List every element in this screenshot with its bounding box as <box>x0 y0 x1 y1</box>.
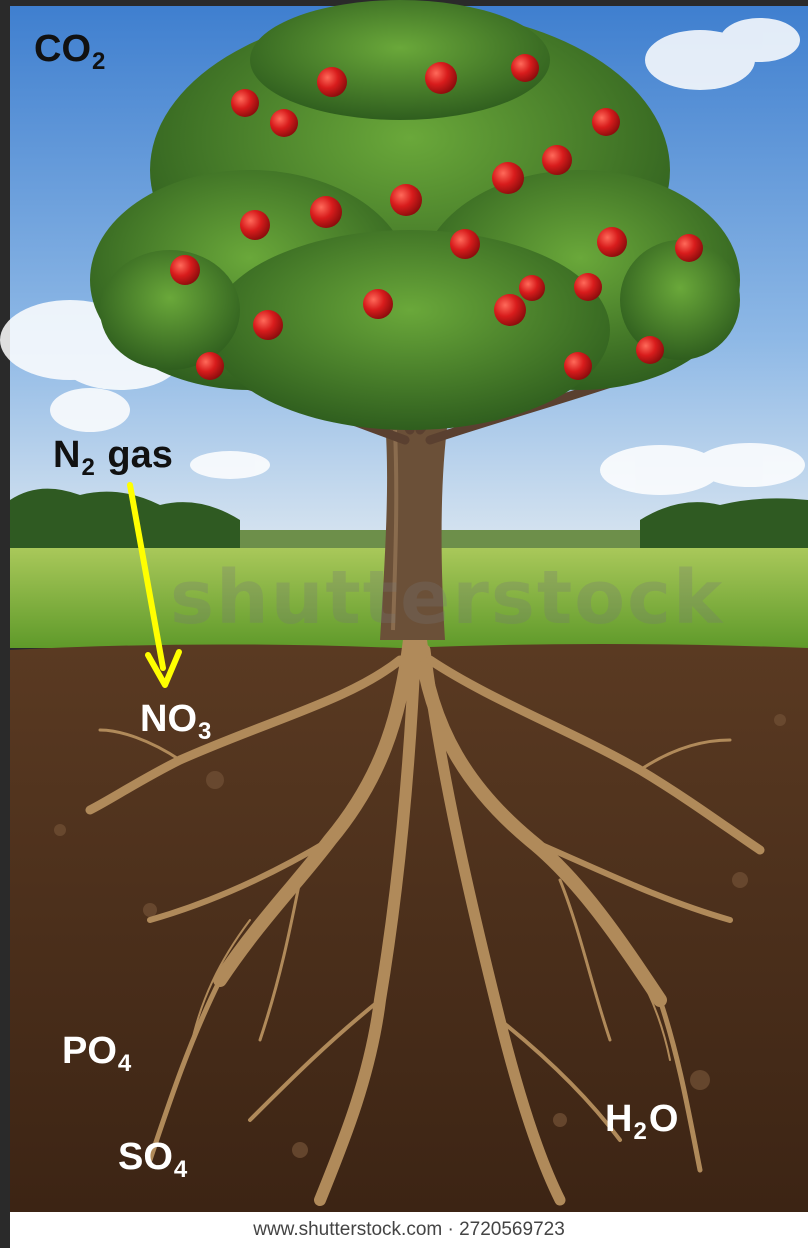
footer-text: www.shutterstock.com · 2720569723 <box>253 1219 565 1241</box>
label-n2-gas: N2 gas <box>53 436 173 474</box>
label-no3: NO3 <box>140 700 213 738</box>
label-co2: CO2 <box>34 30 107 68</box>
label-so4: SO4 <box>118 1138 189 1176</box>
label-po4: PO4 <box>62 1032 133 1070</box>
footer-credit: www.shutterstock.com · 2720569723 <box>10 1212 808 1248</box>
watermark: shutterstock <box>170 555 724 641</box>
label-h2o: H2O <box>605 1100 678 1138</box>
